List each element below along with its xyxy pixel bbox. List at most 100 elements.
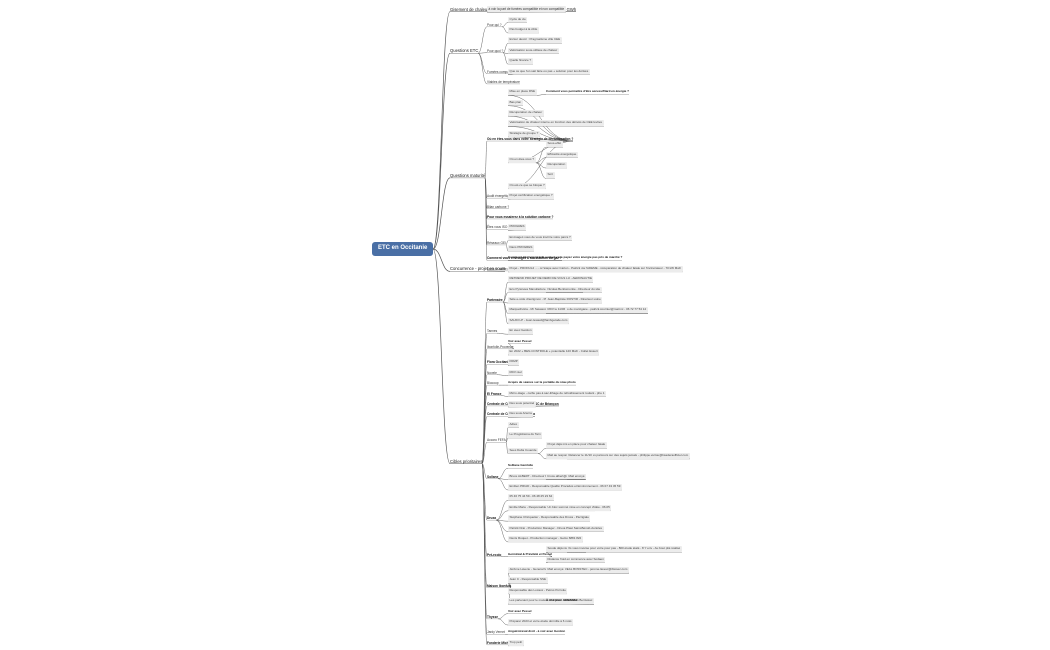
child-node[interactable]: À voir pour GENAPAE (546, 598, 578, 603)
child-node[interactable]: Partenaire (487, 298, 503, 303)
child-node[interactable]: Pour qui ? (487, 22, 502, 27)
child-node[interactable]: Des sous potentiel (508, 400, 536, 407)
child-node[interactable]: Comment vous envisagez à substitution du… (487, 256, 562, 261)
branch-node[interactable]: Concurrence - projet en cours (450, 266, 506, 272)
child-node[interactable]: Quelle finance ? (508, 58, 533, 64)
child-node[interactable]: RDV le 11/06 (546, 307, 567, 314)
child-node[interactable]: Druxa (487, 516, 497, 521)
child-node[interactable]: PAMP (508, 359, 520, 366)
child-node[interactable]: En 2022 + BEN-CONTROLE + potentielle 120… (508, 348, 600, 355)
child-node[interactable]: Réseaux GEI (487, 240, 506, 245)
child-node[interactable]: Tannes (487, 329, 498, 334)
child-node[interactable]: Emilien PRIAD - Responsable Qualité Proc… (508, 484, 622, 490)
child-node[interactable]: Les partenant pour le maison IP GENC - n… (508, 598, 594, 604)
child-node[interactable]: El France (487, 391, 502, 396)
child-node[interactable]: Fonderie Michel Mott (487, 640, 519, 645)
child-node[interactable]: Denis Ruquet - Production manager - Gelc… (508, 535, 583, 542)
child-node[interactable]: Récupération de chaleur (508, 110, 544, 116)
child-node[interactable]: Ex/sur devoir : Pragmatisme ville CEE (508, 37, 562, 44)
child-node[interactable]: Fumées compatible ? (487, 69, 518, 74)
child-node[interactable]: Où en êtes-vous ? (508, 156, 536, 163)
child-node[interactable]: Accoro FEFA (487, 438, 506, 443)
child-node[interactable]: Sollane (487, 474, 499, 479)
child-node[interactable]: Voir avec Pessel (508, 608, 532, 613)
child-node[interactable]: Le Proglobéma du Tarn (508, 432, 543, 438)
child-node[interactable]: Où est-ce que se bloque ? (508, 182, 547, 189)
child-node[interactable]: Valorisation sous-utilisée de chaleur (508, 47, 559, 54)
child-node[interactable]: Thysse (487, 614, 498, 619)
child-node[interactable]: Acquis de séance sur la portable du réau… (508, 380, 576, 385)
child-node[interactable]: Distance froid en commence avec Sodaen (546, 556, 606, 563)
child-node[interactable]: SAUDI LP - Jean.lesaud@fambgetode.com (508, 317, 569, 324)
child-node[interactable]: Que ce que l'on sait faire ou pas + solu… (508, 68, 590, 75)
child-node[interactable]: Pour quoi ? (487, 48, 504, 53)
child-node[interactable]: Sort (546, 172, 555, 179)
child-node[interactable]: Jérôme Lavenu - General Manager et HEREA… (508, 567, 629, 573)
child-node[interactable]: Mail au responsable pour savoir des parc… (546, 452, 690, 459)
child-node[interactable]: Ibonfolle-Provence (487, 344, 514, 349)
child-node[interactable]: Valorisation de chaleur interne en fonct… (508, 120, 604, 127)
child-node[interactable]: à voir la part de fumées compatible et n… (487, 6, 566, 13)
child-node[interactable]: Audit énergétique ? (487, 194, 515, 199)
child-node[interactable]: Micro-Hage - carbu pas à sac-lithage de … (508, 390, 606, 397)
branch-node[interactable]: Questions ETC (450, 48, 479, 54)
child-node[interactable]: Dans PROGRES (508, 245, 534, 251)
child-node[interactable]: Jardy Vernet (487, 630, 505, 635)
child-node[interactable]: 05 46 75 44 59 - 06 48 25 23 64 (508, 494, 554, 501)
child-node[interactable]: PROGRES (508, 224, 527, 231)
child-node[interactable]: Eco Pyrénées Manufacture Nabodex - 05 62… (508, 286, 583, 293)
child-node[interactable]: Soude déjà réalisé à l'étude (546, 546, 586, 553)
child-node[interactable]: Maison Ibonfuls (487, 583, 512, 588)
child-node[interactable]: bruce.albert@solliane.com (546, 473, 585, 480)
child-node[interactable]: Nicolas Benitomontie - Directeur du site (546, 286, 602, 293)
child-node[interactable]: Relancer le 11/10 (567, 452, 594, 459)
child-node[interactable]: Biocoop (487, 381, 499, 386)
child-node[interactable]: Sees Delta Couerde (508, 447, 539, 454)
child-node[interactable]: RETREND PROJET DE DEMO DE VOLS LU - AERO… (508, 276, 594, 282)
child-node[interactable]: Projet certification énergétique ? (508, 193, 555, 199)
child-node[interactable]: Trop petit (508, 639, 524, 646)
child-node[interactable]: Pet-ecolo (487, 552, 502, 557)
child-node[interactable]: Anguirotreval droit - à voir avec Gestio… (508, 629, 566, 634)
child-node[interactable]: Cycle de vie (508, 16, 528, 23)
child-node[interactable]: Récupération (546, 162, 567, 168)
child-node[interactable]: Voir avec Pessel (508, 338, 532, 343)
child-node[interactable]: Pour vous essaierez à la solution carbon… (487, 214, 554, 219)
child-node[interactable]: Projet - PRODUL2 ... - à l'étape avec Ca… (508, 265, 683, 272)
child-node[interactable]: En avec Gestion (508, 328, 534, 334)
child-node[interactable]: Mail envoyé (546, 567, 566, 573)
child-node[interactable]: Efficacité énergétique (546, 151, 578, 158)
child-node[interactable]: Ils vous inverse pour votre pour pas - 8… (567, 546, 682, 553)
child-node[interactable]: Novele (487, 370, 497, 375)
child-node[interactable]: Marquefrutica - Mr Savascommerce mamigo … (508, 307, 648, 314)
child-node[interactable]: Préparer 2023 et verre étude dormille à … (508, 619, 574, 625)
child-node[interactable]: Êtes vous ISO 50001 ? (487, 225, 520, 230)
root-node[interactable]: ETC en Occitanie (372, 242, 434, 256)
child-node[interactable]: Sous-effet (546, 141, 563, 147)
child-node[interactable]: Germinial & Prévitélé et Pessel (508, 551, 553, 556)
child-node[interactable]: Mise en place RSE (508, 89, 537, 96)
child-node[interactable]: Des sous Arterra (508, 411, 534, 418)
child-node[interactable]: Comment vous permettre d'être accessif/t… (546, 89, 629, 94)
child-node[interactable]: Responsable des Locaux - Petrus Porrotie (508, 587, 568, 594)
child-node[interactable]: Envisagez-vous de vous inscrire votre pa… (508, 234, 573, 241)
child-node[interactable]: RDV réel (508, 369, 524, 376)
child-node[interactable]: Solliane Gemlolle (508, 463, 534, 468)
child-node[interactable]: Dans le cadre d'audit (487, 266, 517, 271)
child-node[interactable]: Comment décrivez la prix auquel vous pay… (508, 255, 623, 260)
child-node[interactable]: Bilan carbone ? (487, 204, 510, 209)
child-node[interactable]: Projet déjà mis en place pour chaleur fa… (546, 442, 607, 449)
child-node[interactable]: Stratégie de groupe ? (508, 130, 540, 137)
branch-node[interactable]: Cibles prioritaires (450, 458, 483, 464)
child-node[interactable]: Jean-Baptiste ROSTIR - Directeur usine (546, 297, 603, 303)
child-node[interactable]: Mail envoyé (567, 473, 587, 480)
branch-node[interactable]: Questions maturité (450, 172, 486, 178)
child-node[interactable]: Adtex (508, 421, 519, 428)
child-node[interactable]: Flora Occitanie (487, 360, 511, 365)
child-node[interactable]: Stéphane Chicquetier - Responsable des D… (508, 515, 591, 521)
child-node[interactable]: Un bloc sommé mise en concept d'idée.. 0… (546, 504, 612, 511)
child-node[interactable]: Patrick Drai - Production Manager - Drux… (508, 525, 604, 532)
child-node[interactable]: Pas budget à la cible (508, 26, 539, 33)
child-node[interactable]: Où en êtes-vous dans votre stratégie de … (487, 137, 574, 142)
child-node[interactable]: Viables de température (487, 79, 520, 84)
